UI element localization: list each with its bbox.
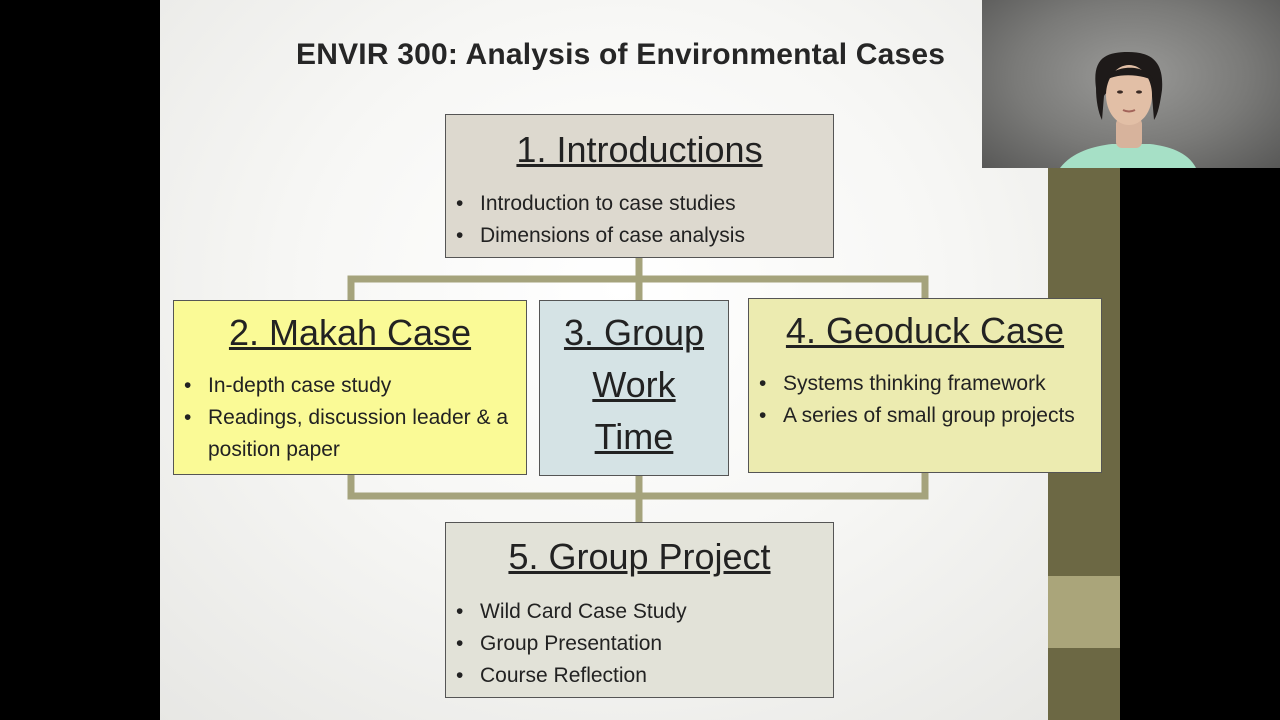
bullet-item: Wild Card Case Study	[446, 596, 833, 628]
box-geoduck-case: 4. Geoduck Case Systems thinking framewo…	[748, 298, 1102, 473]
bullet-item: Dimensions of case analysis	[446, 220, 833, 252]
presenter-figure	[1060, 52, 1196, 168]
makah-heading: 2. Makah Case	[228, 312, 472, 353]
box-introductions: 1. Introductions Introduction to case st…	[445, 114, 834, 258]
presenter-webcam	[982, 0, 1280, 168]
makah-bullets: In-depth case study Readings, discussion…	[174, 370, 526, 466]
bullet-item: Readings, discussion leader & a position…	[174, 402, 526, 466]
bullet-item: A series of small group projects	[749, 400, 1101, 432]
geoduck-heading: 4. Geoduck Case	[785, 310, 1065, 351]
box-group-work-time: 3. Group Work Time	[539, 300, 729, 476]
slide-title: ENVIR 300: Analysis of Environmental Cas…	[296, 38, 946, 71]
bullet-item: Course Reflection	[446, 660, 833, 692]
box-group-project: 5. Group Project Wild Card Case Study Gr…	[445, 522, 834, 698]
group-work-heading-line: Time	[594, 416, 674, 457]
group-project-bullets: Wild Card Case Study Group Presentation …	[446, 596, 833, 692]
box-makah-case: 2. Makah Case In-depth case study Readin…	[173, 300, 527, 475]
group-work-heading-line: Work	[592, 364, 676, 405]
group-work-heading-line: 3. Group	[563, 312, 705, 353]
bullet-item: Introduction to case studies	[446, 188, 833, 220]
bullet-item: In-depth case study	[174, 370, 526, 402]
bullet-item: Group Presentation	[446, 628, 833, 660]
bullet-item: Systems thinking framework	[749, 368, 1101, 400]
group-project-heading: 5. Group Project	[508, 536, 771, 577]
introductions-bullets: Introduction to case studies Dimensions …	[446, 188, 833, 252]
introductions-heading: 1. Introductions	[516, 129, 763, 170]
geoduck-bullets: Systems thinking framework A series of s…	[749, 368, 1101, 432]
side-decoration-band	[1048, 576, 1120, 648]
